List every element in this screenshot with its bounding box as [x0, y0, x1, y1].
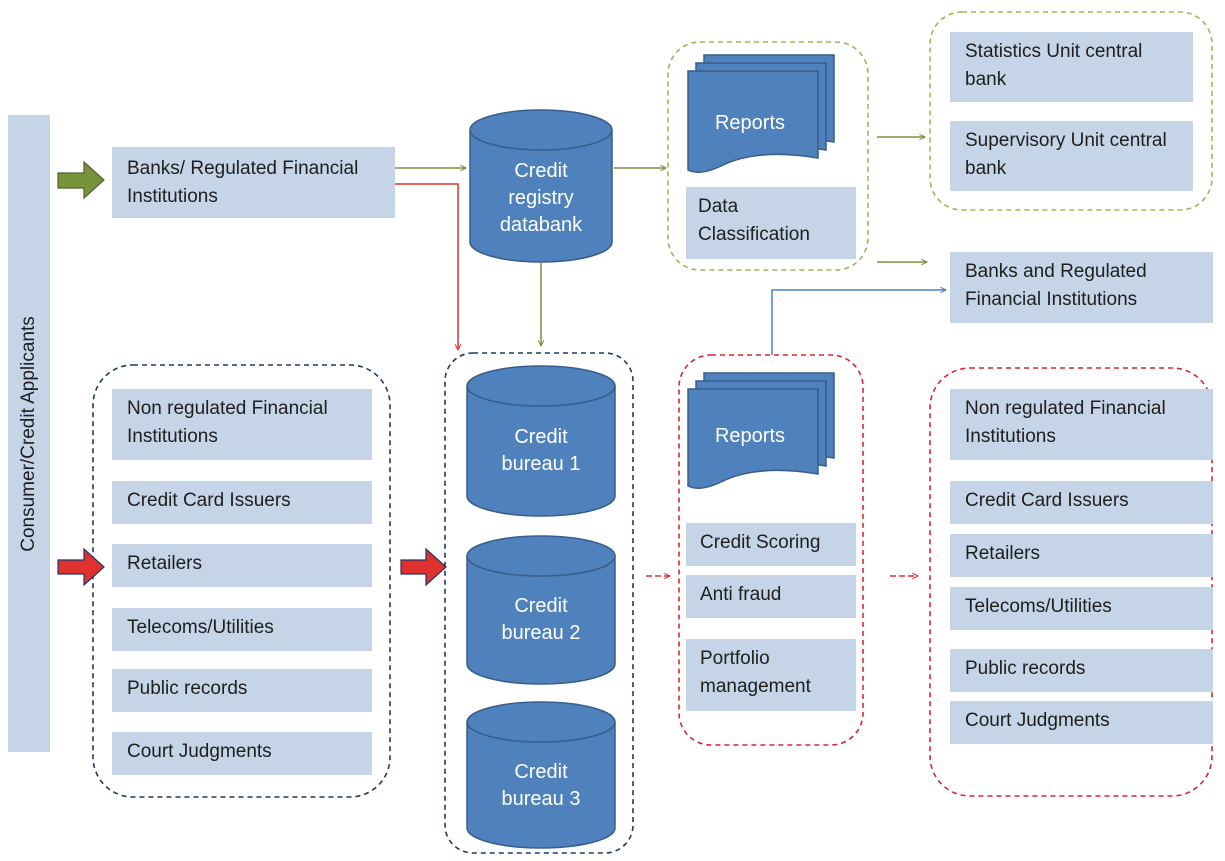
- destination-item: Court Judgments: [950, 701, 1213, 744]
- credit-scoring-label: Credit Scoring: [700, 532, 821, 553]
- anti-fraud-box: Anti fraud: [686, 575, 856, 618]
- statistics-unit-box: Statistics Unit central bank: [950, 32, 1193, 102]
- source-item-label: Court Judgments: [127, 741, 272, 762]
- anti-fraud-label: Anti fraud: [700, 584, 782, 605]
- statistics-unit-label: Statistics Unit central bank: [965, 41, 1143, 90]
- bureau-2-cylinder: [466, 535, 616, 685]
- databank-cylinder: [469, 109, 613, 263]
- databank-label: Credit registry databank: [499, 160, 583, 236]
- arrow-banks-to-bureaus: [395, 183, 458, 350]
- portfolio-management-box: Portfolio management: [686, 639, 856, 711]
- bureau-reports-container: [678, 354, 864, 746]
- banks-destination-label: Banks and Regulated Financial Institutio…: [965, 261, 1147, 310]
- destination-item: Telecoms/Utilities: [950, 587, 1213, 630]
- data-classification-label: Data Classification: [698, 196, 810, 245]
- banks-destination-box: Banks and Regulated Financial Institutio…: [950, 252, 1213, 323]
- bureau-2-label: Credit bureau 2: [501, 595, 581, 644]
- destination-item-label: Telecoms/Utilities: [965, 596, 1112, 617]
- destinations-container: [929, 367, 1213, 797]
- bureau-3-label: Credit bureau 3: [501, 761, 581, 810]
- data-classification-box: Data Classification: [686, 187, 856, 259]
- destination-item-label: Retailers: [965, 543, 1040, 564]
- destination-item-label: Credit Card Issuers: [965, 490, 1129, 511]
- source-item: Credit Card Issuers: [112, 481, 372, 524]
- source-item-label: Credit Card Issuers: [127, 490, 291, 511]
- destination-item: Credit Card Issuers: [950, 481, 1213, 524]
- bureau-1-cylinder: [466, 365, 616, 517]
- bureau-3-cylinder: [466, 701, 616, 849]
- source-item-label: Non regulated Financial Institutions: [127, 398, 328, 447]
- banks-source-label: Banks/ Regulated Financial Institutions: [127, 158, 359, 207]
- source-item: Retailers: [112, 544, 372, 587]
- banks-source-box: Banks/ Regulated Financial Institutions: [112, 147, 395, 218]
- source-item-label: Retailers: [127, 553, 202, 574]
- red-block-arrow-sources: [57, 547, 105, 587]
- source-item: Non regulated Financial Institutions: [112, 389, 372, 460]
- destination-item-label: Non regulated Financial Institutions: [965, 398, 1166, 447]
- registry-reports-label: Reports: [714, 112, 786, 134]
- source-item: Telecoms/Utilities: [112, 608, 372, 651]
- consumer-applicants-label: Consumer/Credit Applicants: [18, 315, 39, 552]
- registry-reports-container: [667, 41, 869, 271]
- bureau-1-label: Credit bureau 1: [501, 426, 581, 475]
- destination-item-label: Public records: [965, 658, 1086, 679]
- destination-item: Non regulated Financial Institutions: [950, 389, 1213, 460]
- destination-item-label: Court Judgments: [965, 710, 1110, 731]
- central-bank-container: [929, 11, 1213, 211]
- sources-container: [92, 364, 391, 798]
- bureaus-container: [444, 352, 634, 854]
- bureau-reports-documents: [687, 372, 835, 489]
- destination-item: Public records: [950, 649, 1213, 692]
- bureau-reports-label: Reports: [714, 425, 786, 447]
- registry-reports-documents: [687, 54, 835, 173]
- source-item: Public records: [112, 669, 372, 712]
- source-item-label: Telecoms/Utilities: [127, 617, 274, 638]
- portfolio-management-label: Portfolio management: [700, 648, 811, 697]
- red-block-arrow-bureaus: [400, 547, 447, 587]
- destination-item: Retailers: [950, 534, 1213, 577]
- arrow-bureau-reports-to-banks: [771, 290, 946, 355]
- credit-scoring-box: Credit Scoring: [686, 523, 856, 566]
- supervisory-unit-label: Supervisory Unit central bank: [965, 130, 1167, 179]
- supervisory-unit-box: Supervisory Unit central bank: [950, 121, 1193, 191]
- green-block-arrow: [57, 160, 105, 200]
- source-item: Court Judgments: [112, 732, 372, 775]
- consumer-applicants-bar: Consumer/Credit Applicants: [8, 115, 50, 752]
- source-item-label: Public records: [127, 678, 248, 699]
